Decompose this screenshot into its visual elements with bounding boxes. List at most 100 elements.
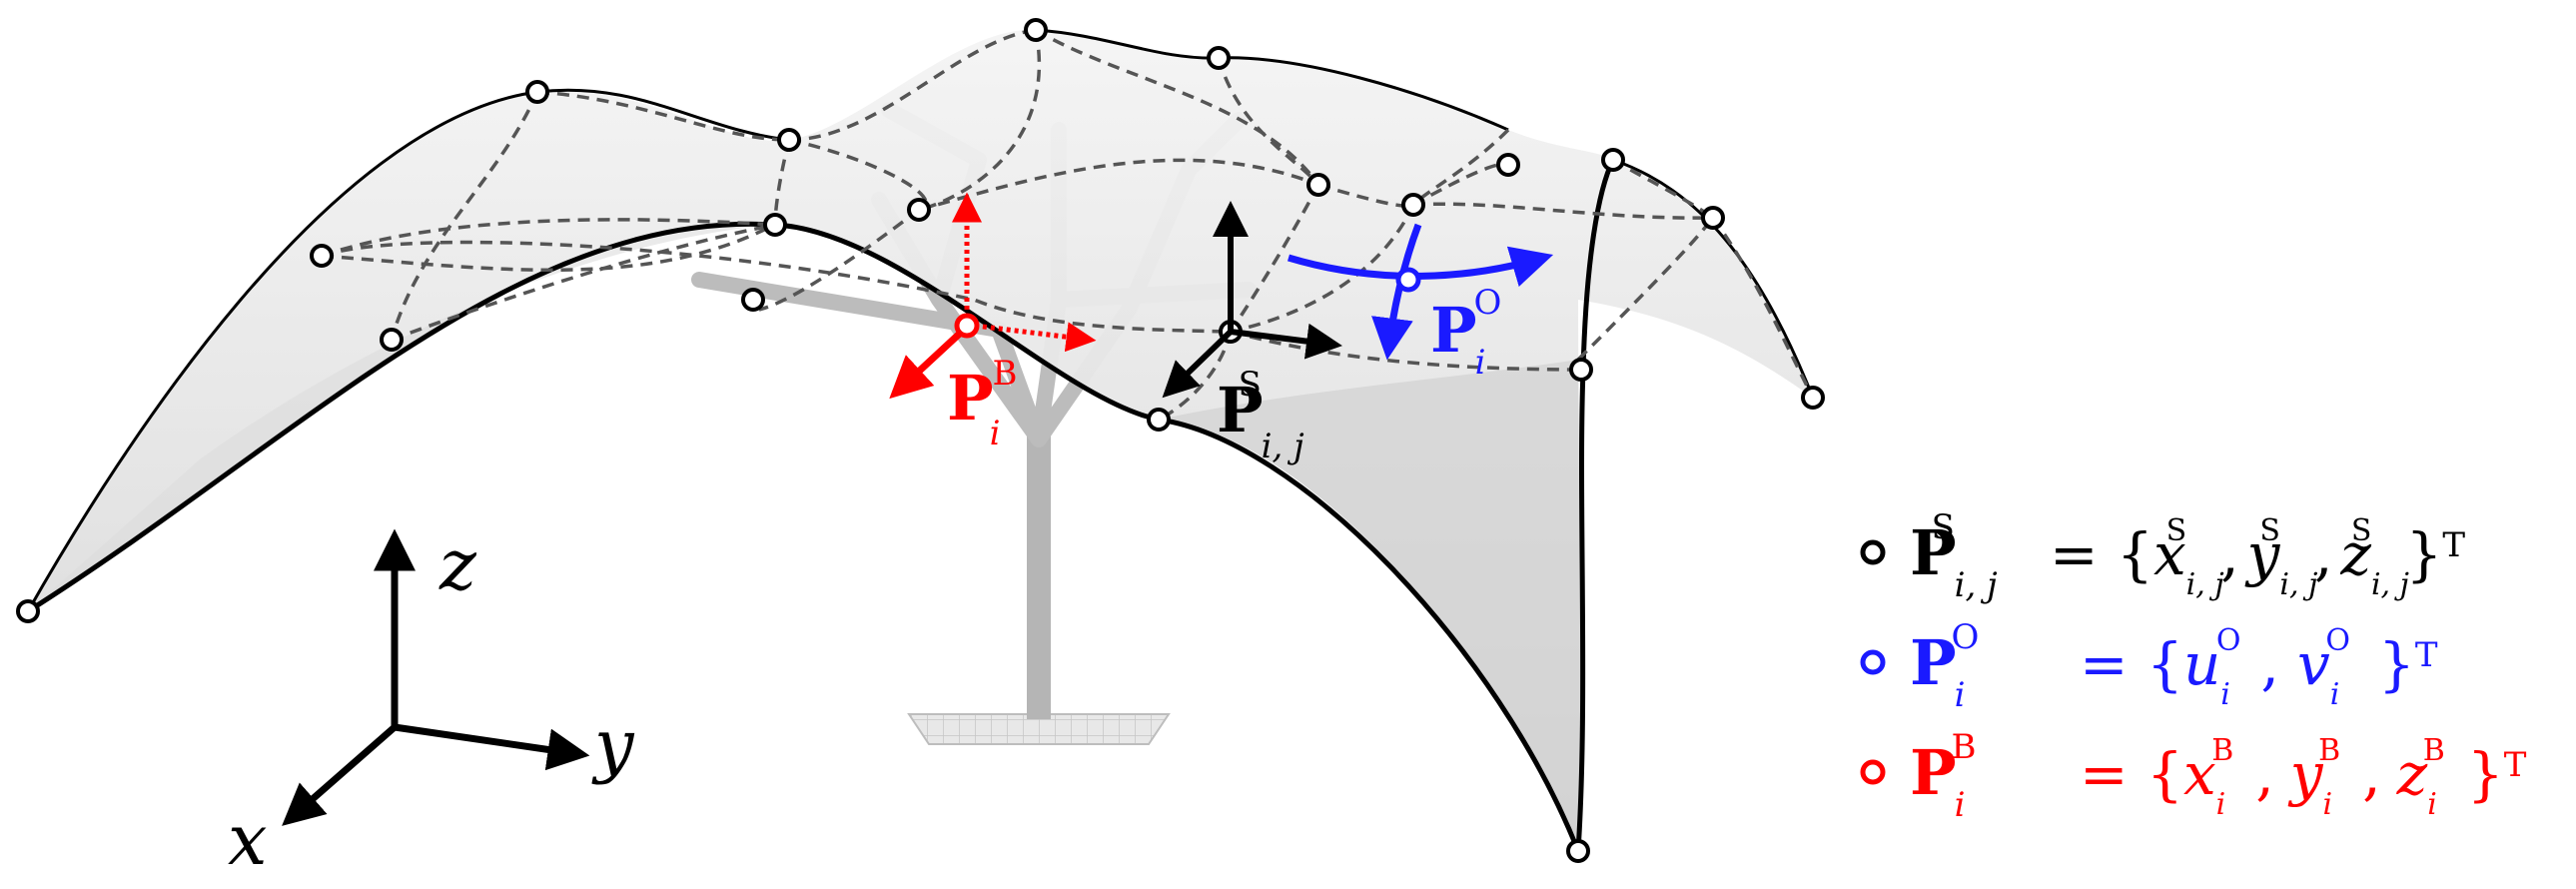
svg-text:PiO: PiO xyxy=(1430,283,1501,383)
control-point xyxy=(1496,153,1520,177)
legend-s-t1-sup: S xyxy=(2166,513,2187,548)
control-point xyxy=(1147,408,1171,432)
z-axis-label: z xyxy=(438,524,477,606)
legend-o-t1-sup: O xyxy=(2216,623,2241,658)
legend-o-transpose: T xyxy=(2415,635,2438,675)
red-branch-point xyxy=(954,313,980,339)
legend-o-t1: u xyxy=(2183,630,2220,698)
control-point xyxy=(763,213,787,237)
legend-b-t2-sub: i xyxy=(2323,787,2333,822)
right-back-edge xyxy=(1612,158,1815,399)
legend-b-eq: = { xyxy=(2080,740,2183,808)
legend-o-t2-sub: i xyxy=(2330,677,2340,712)
legend-o-eq: = { xyxy=(2080,630,2183,698)
tree-trunk xyxy=(1027,430,1051,719)
svg-text:PiB: PiB xyxy=(947,354,1018,453)
legend-b-t1-sup: B xyxy=(2211,733,2233,768)
legend-b-t2-sup: B xyxy=(2318,733,2340,768)
control-point xyxy=(777,128,801,152)
legend-o-sup: O xyxy=(1952,617,1980,657)
control-point xyxy=(1024,18,1048,42)
red-point-sub: i xyxy=(990,414,1001,453)
legend-marker-black xyxy=(1860,539,1886,565)
legend-s-eq: = { xyxy=(2050,520,2153,588)
legend-b-sep2: , xyxy=(2362,740,2380,808)
legend-o-t2: v xyxy=(2297,630,2330,698)
control-point xyxy=(1701,206,1725,230)
global-axes: z y x xyxy=(228,524,635,881)
control-points xyxy=(16,18,1825,863)
legend-s-t1-sub: i, j xyxy=(2186,567,2224,602)
svg-text:Pi, jS: Pi, jS xyxy=(1910,507,1998,605)
x-axis-label: x xyxy=(228,799,267,881)
svg-text:= {xiB,yiB,ziB}T: = {xiB,yiB,ziB}T xyxy=(2080,733,2527,822)
blue-point-letter: P xyxy=(1430,294,1477,367)
black-y-arrow xyxy=(1230,323,1342,360)
control-point xyxy=(310,244,334,268)
black-x-arrow xyxy=(1162,329,1234,399)
legend-o-sep1: , xyxy=(2261,630,2279,698)
legend-o-sub: i xyxy=(1955,675,1966,715)
legend-b-t2: y xyxy=(2287,740,2324,808)
legend-s-t2-sup: S xyxy=(2259,513,2280,548)
legend-o-t1-sub: i xyxy=(2220,677,2230,712)
red-x-arrow xyxy=(889,327,967,400)
control-point xyxy=(1601,148,1625,172)
legend-s-t2-sub: i, j xyxy=(2279,567,2317,602)
legend-b-t3-sup: B xyxy=(2423,733,2445,768)
legend-s-sep2: , xyxy=(2314,520,2332,588)
legend-s-t3: z xyxy=(2339,520,2371,588)
control-point xyxy=(907,198,931,222)
legend-b-t3: z xyxy=(2396,740,2428,808)
control-point xyxy=(1401,193,1425,217)
legend-o-t2-sup: O xyxy=(2325,623,2350,658)
legend-o-close: } xyxy=(2378,630,2415,698)
legend-s-sub: i, j xyxy=(1955,565,1998,605)
blue-point-sub: i xyxy=(1475,343,1486,383)
control-point xyxy=(1207,46,1231,70)
control-point xyxy=(1566,839,1590,863)
svg-text:= {uiO,viO}T: = {uiO,viO}T xyxy=(2080,623,2438,712)
black-point-sub: i, j xyxy=(1262,427,1304,466)
black-point-sup: S xyxy=(1239,365,1262,405)
legend-row-surface: Pi, jS = {xi, jS,yi, jS,zi, jS}T xyxy=(1860,507,2465,605)
legend-b-sup: B xyxy=(1952,727,1977,767)
legend-b-symbol: P xyxy=(1910,736,1957,809)
legend-s-symbol: P xyxy=(1910,516,1957,589)
legend-s-close: } xyxy=(2405,520,2442,588)
legend-marker-red xyxy=(1860,759,1886,785)
legend-b-close: } xyxy=(2467,740,2504,808)
surface-point-frame: Pi, jS xyxy=(1162,201,1342,466)
control-point xyxy=(1569,358,1593,382)
red-point-letter: P xyxy=(947,362,994,435)
control-point xyxy=(741,288,765,312)
legend-row-parametric: PiO = {uiO,viO}T xyxy=(1860,617,2438,715)
tree-base-plate xyxy=(907,713,1171,745)
red-point-sup: B xyxy=(993,354,1018,394)
surface-membrane xyxy=(28,29,1813,851)
legend-s-t3-sup: S xyxy=(2351,513,2372,548)
legend-s-sep1: , xyxy=(2220,520,2238,588)
control-point xyxy=(525,80,549,104)
legend-marker-blue xyxy=(1860,649,1886,675)
legend-b-t1-sub: i xyxy=(2216,787,2226,822)
legend-s-t3-sub: i, j xyxy=(2371,567,2409,602)
left-boundary-edge xyxy=(26,88,790,612)
surface-shade xyxy=(1159,360,1581,851)
svg-text:= {xi, jS,yi, jS,zi, jS}T: = {xi, jS,yi, jS,zi, jS}T xyxy=(2050,513,2465,602)
legend-b-sub: i xyxy=(1955,785,1966,825)
legend: Pi, jS = {xi, jS,yi, jS,zi, jS}T PiO = {… xyxy=(1860,507,2527,825)
blue-parametric-point xyxy=(1395,267,1421,293)
legend-s-transpose: T xyxy=(2442,525,2465,565)
x-axis-arrow xyxy=(282,724,398,826)
blue-point-sup: O xyxy=(1474,283,1502,323)
svg-text:PiO: PiO xyxy=(1910,617,1979,715)
svg-text:PiB: PiB xyxy=(1910,727,1977,825)
control-point xyxy=(1306,173,1330,197)
control-point xyxy=(16,599,40,623)
svg-text:Pi, jS: Pi, jS xyxy=(1217,365,1304,466)
legend-b-transpose: T xyxy=(2504,745,2527,785)
legend-s-t1: x xyxy=(2153,520,2186,588)
legend-b-sep1: , xyxy=(2255,740,2273,808)
